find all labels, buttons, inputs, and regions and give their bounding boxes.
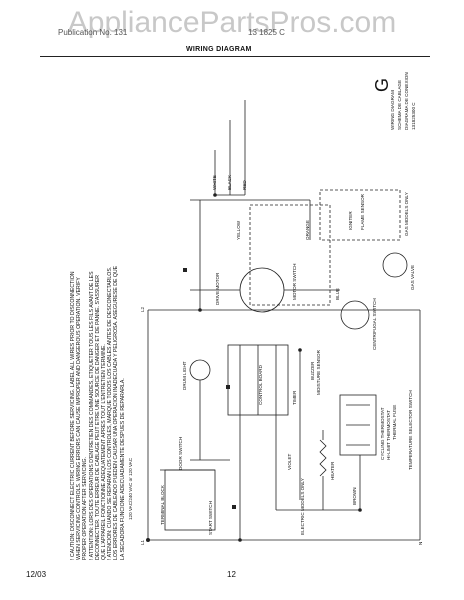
heater-label: HEATER [330,461,335,480]
gas-controls-box [319,189,401,241]
centrifugal-switch-symbol [340,300,370,330]
start-switch-label: START SWITCH [208,501,213,535]
selector-label: TEMPERATURE SELECTOR SWITCH [408,390,413,470]
terminal-block [164,469,216,531]
l2-label: L2 [140,306,145,312]
timer-label: TIMER [292,390,297,405]
diagram-frame [40,56,430,577]
wire-red-label: RED [242,180,247,190]
caution-line: LOS ERRORES DE CABLEADO PUEDEN CAUSAR UN… [113,265,120,560]
n-label: N [418,541,423,545]
caution-text: ! CAUTION: DISCONNECT ELECTRIC CURRENT B… [70,266,126,560]
thermostat-label: CYCLING THERMOSTAT [380,407,385,460]
thermostat-block [339,394,377,456]
l1-label: L1 [140,539,145,545]
wire-orange-label: ORANGE [305,220,310,240]
wire-brown-label: BROWN [352,487,357,505]
motor-label: DRIVE MOTOR [215,272,220,305]
door-switch-label: DOOR SWITCH [178,436,183,470]
centrifugal-label: CENTRIFUGAL SWITCH [372,298,377,350]
legend-line: 131825300 C [411,102,416,130]
hi-limit-label: HI-LIMIT THERMOSTAT [386,410,391,460]
gas-only-label: GAS MODELS ONLY [404,192,409,236]
page-number: 12 [227,570,236,579]
electric-only-label: ELECTRIC MODELS ONLY [300,478,305,535]
caution-line: ! ATTENTION: LORS DES OPERATIONS D'ENTRE… [88,271,95,560]
buzzer-label: BUZZER [310,361,315,380]
part-number: 13 1825 C [248,28,285,37]
wire-yellow-label: YELLOW [236,220,241,240]
caution-line: LA SECADORA FUNCIONE ADECUADAMENTE DESPU… [119,378,126,560]
wire-white-label: WHITE [212,175,217,190]
publication-number: Publication No. 131 [58,28,128,37]
drum-light-label: DRUM LIGHT [182,361,187,390]
moisture-label: MOISTURE SENSOR [316,350,321,395]
legend-line: WIRING DIAGRAM [390,90,395,130]
supply-label: 120 VAC/240 VAC or 120 VAC [128,457,133,520]
wire-blue-label: BLUE [335,287,340,300]
wire-black-label: BLACK [227,174,232,190]
flame-sensor-label: FLAME SENSOR [360,194,365,230]
igniter-label: IGNITER [348,211,353,230]
wire-violet-label: VIOLET [287,453,292,470]
drum-light-symbol [189,359,211,381]
gas-valve-symbol [382,252,408,278]
gas-valve-label: GAS VALVE [410,264,415,290]
page-title: WIRING DIAGRAM [186,46,252,53]
legend-line: DIAGRAMA DE CONEXION [404,72,409,130]
footer-date: 12/03 [26,570,47,579]
motor-switch-label: MOTOR SWITCH [292,263,297,300]
terminal-block-label: TERMINAL BLOCK [160,485,165,525]
thermal-fuse-label: THERMAL FUSE [392,404,397,440]
heater-symbol [319,439,327,477]
legend-line: SCHEMA DE CABLAGE [397,79,402,130]
control-board-label: CONTROL BOARD [258,365,263,405]
motor-switch-box [249,204,331,306]
